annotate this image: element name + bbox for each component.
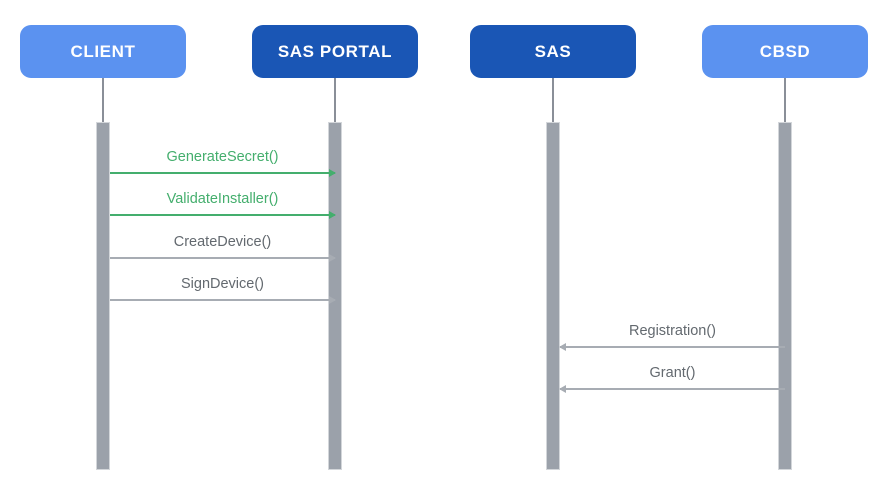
activation-bar-client[interactable] (96, 122, 110, 470)
message-label: GenerateSecret() (166, 149, 279, 166)
arrowhead-left-icon (559, 342, 566, 351)
message-label: Registration() (628, 323, 717, 340)
lifeline-stem-sas (552, 78, 554, 122)
arrowhead-right-icon (329, 210, 336, 219)
lifeline-header-cbsd[interactable]: CBSD (702, 25, 868, 78)
lifeline-stem-cbsd (784, 78, 786, 122)
lifeline-stem-sas-portal (334, 78, 336, 122)
lifeline-title: SAS (534, 41, 572, 61)
message-line (560, 388, 785, 390)
message-label: Grant() (649, 365, 696, 382)
lifeline-header-client[interactable]: CLIENT (20, 25, 186, 78)
message-line (110, 172, 335, 174)
message-line (560, 346, 785, 348)
activation-bar-cbsd[interactable] (778, 122, 792, 470)
arrowhead-right-icon (329, 168, 336, 177)
lifeline-header-sas-portal[interactable]: SAS PORTAL (252, 25, 418, 78)
message-line (110, 299, 335, 301)
message-label: CreateDevice() (173, 234, 272, 251)
lifeline-header-sas[interactable]: SAS (470, 25, 636, 78)
lifeline-title: SAS PORTAL (277, 41, 393, 61)
message-label: SignDevice() (181, 276, 264, 293)
arrowhead-left-icon (559, 384, 566, 393)
activation-bar-sas[interactable] (546, 122, 560, 470)
lifeline-title: CBSD (759, 41, 811, 61)
message-line (110, 214, 335, 216)
arrowhead-right-icon (329, 253, 336, 262)
lifeline-title: CLIENT (70, 41, 136, 61)
message-label: ValidateInstaller() (166, 191, 279, 208)
lifeline-stem-client (102, 78, 104, 122)
arrowhead-right-icon (329, 295, 336, 304)
message-line (110, 257, 335, 259)
